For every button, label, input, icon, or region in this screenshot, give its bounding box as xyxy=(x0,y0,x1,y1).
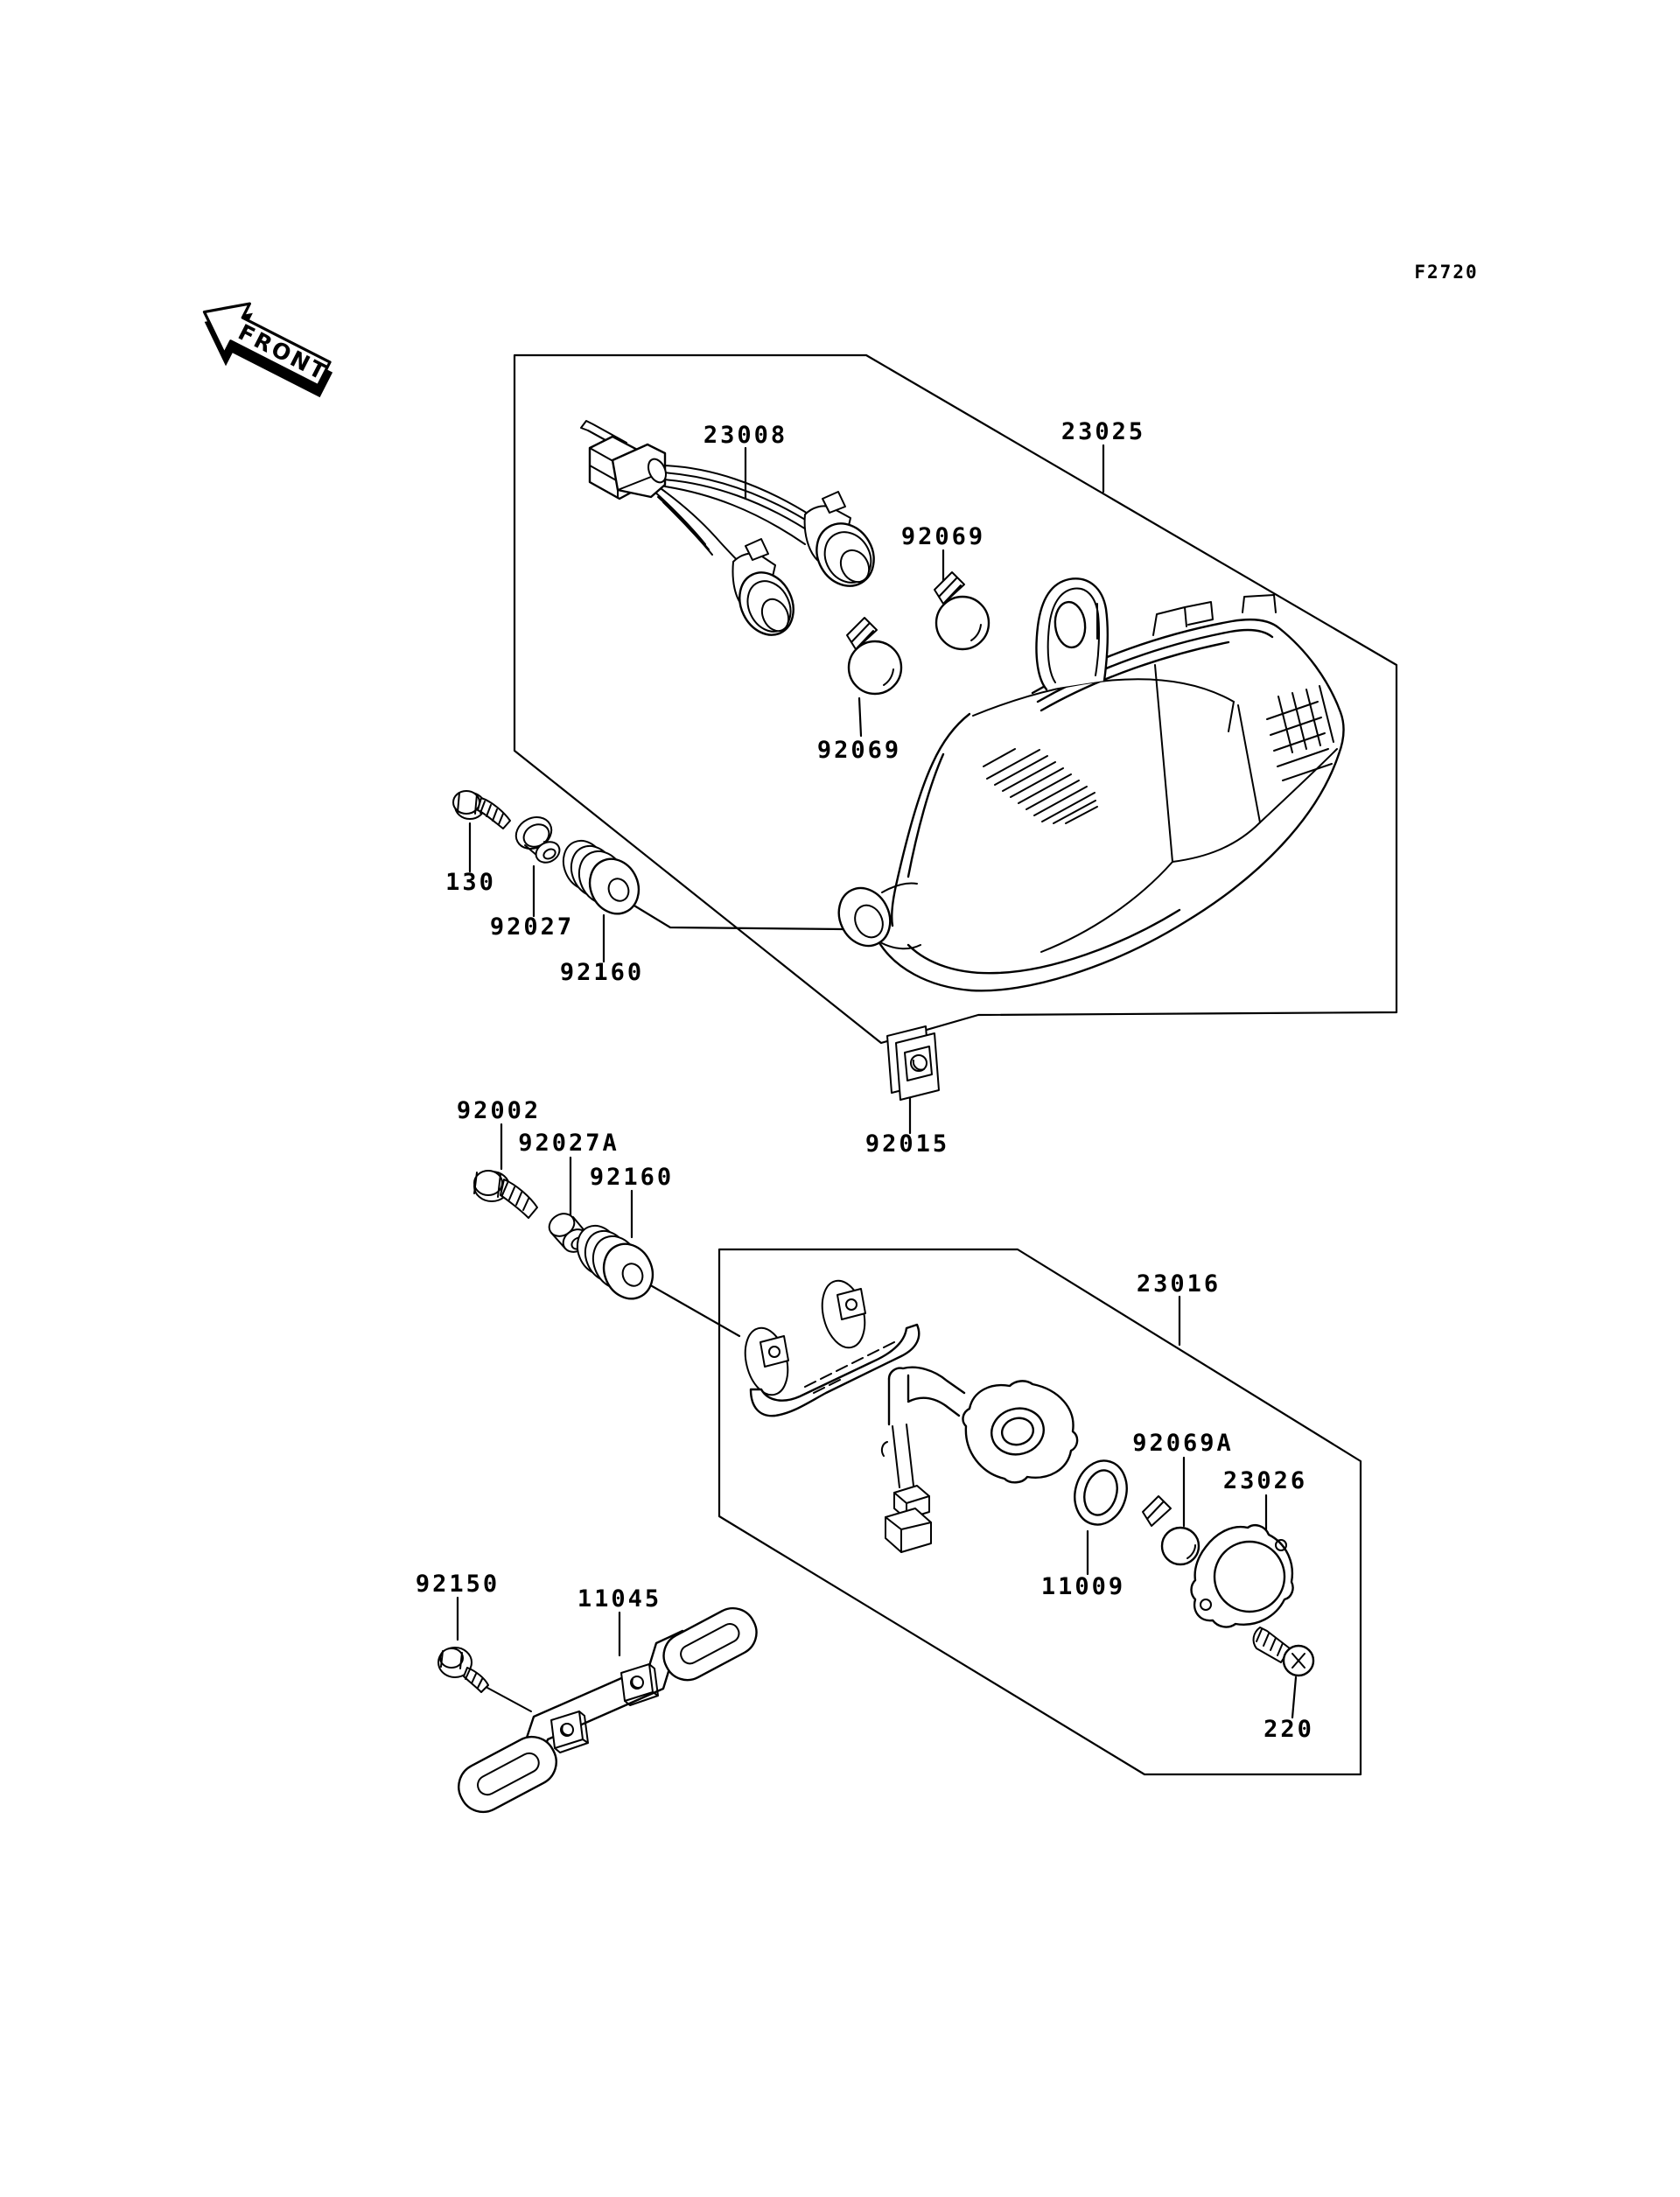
bulb-92069-upper xyxy=(934,571,990,651)
taillight-assembly-23025 xyxy=(837,577,1345,992)
part-label-220: 220 xyxy=(1264,1716,1314,1743)
part-label-92069-upper: 92069 xyxy=(901,523,985,550)
part-label-92150: 92150 xyxy=(416,1571,500,1598)
part-label-92160-lower: 92160 xyxy=(590,1164,674,1191)
part-label-23026: 23026 xyxy=(1223,1467,1307,1494)
gasket-11009 xyxy=(1074,1459,1128,1526)
part-label-23008: 23008 xyxy=(704,422,788,449)
bolt-130 xyxy=(452,790,511,829)
lamp-body xyxy=(880,1366,1079,1553)
bulb-92069-lower xyxy=(846,617,903,696)
part-label-92002: 92002 xyxy=(457,1097,541,1124)
part-label-92069-lower: 92069 xyxy=(817,737,901,764)
part-label-92015: 92015 xyxy=(865,1130,949,1158)
part-label-23025: 23025 xyxy=(1061,418,1145,445)
taillight-mount-tab xyxy=(1035,577,1109,691)
lamp-bracket xyxy=(744,1279,920,1417)
wiring-harness-23008 xyxy=(580,420,875,636)
part-label-92160-upper: 92160 xyxy=(560,959,644,986)
lens-23026 xyxy=(1190,1524,1294,1628)
front-arrow-icon: FRONT xyxy=(202,302,333,398)
part-label-92069a: 92069A xyxy=(1132,1430,1234,1457)
license-lamp-assembly-23016 xyxy=(744,1279,1079,1553)
screw-92150 xyxy=(438,1647,532,1712)
harness-connector xyxy=(580,420,668,500)
part-label-11045: 11045 xyxy=(578,1585,662,1613)
taillight-grid-vent xyxy=(1266,685,1334,781)
clip-nut-92015 xyxy=(886,1025,940,1101)
part-label-23016: 23016 xyxy=(1137,1270,1221,1298)
upper-assembly-boundary xyxy=(513,353,1398,1045)
harness-wires xyxy=(652,465,816,577)
plate-bracket-11045 xyxy=(458,1606,758,1814)
lower-assembly-boundary xyxy=(718,1248,1362,1776)
screw-220 xyxy=(1252,1627,1315,1677)
bulb-socket-left xyxy=(732,538,794,636)
taillight-outline xyxy=(877,618,1345,992)
part-labels: 23008 23025 92069 92069 130 92027 92160 … xyxy=(416,418,1314,1743)
part-label-92027a: 92027A xyxy=(518,1130,620,1157)
damper-92160-upper xyxy=(562,839,640,915)
figure-code: F2720 xyxy=(1414,262,1478,283)
taillight-panel-seams xyxy=(972,594,1338,953)
damper-92160-lower xyxy=(576,1224,654,1300)
bolt-92002 xyxy=(473,1170,538,1219)
part-label-130: 130 xyxy=(445,869,496,896)
part-label-92027: 92027 xyxy=(490,913,574,941)
bracket-clip-nut-left xyxy=(550,1711,589,1753)
bracket-clip-nut-right xyxy=(620,1663,659,1706)
bulb-92069a xyxy=(1142,1495,1200,1566)
bulb-socket-right xyxy=(803,491,875,587)
part-label-11009: 11009 xyxy=(1041,1573,1125,1600)
taillight-hatch-lines xyxy=(983,748,1098,824)
grommet-92027 xyxy=(514,816,561,864)
leader-lines xyxy=(456,444,1298,1719)
taillight-mount-boss xyxy=(837,882,921,950)
